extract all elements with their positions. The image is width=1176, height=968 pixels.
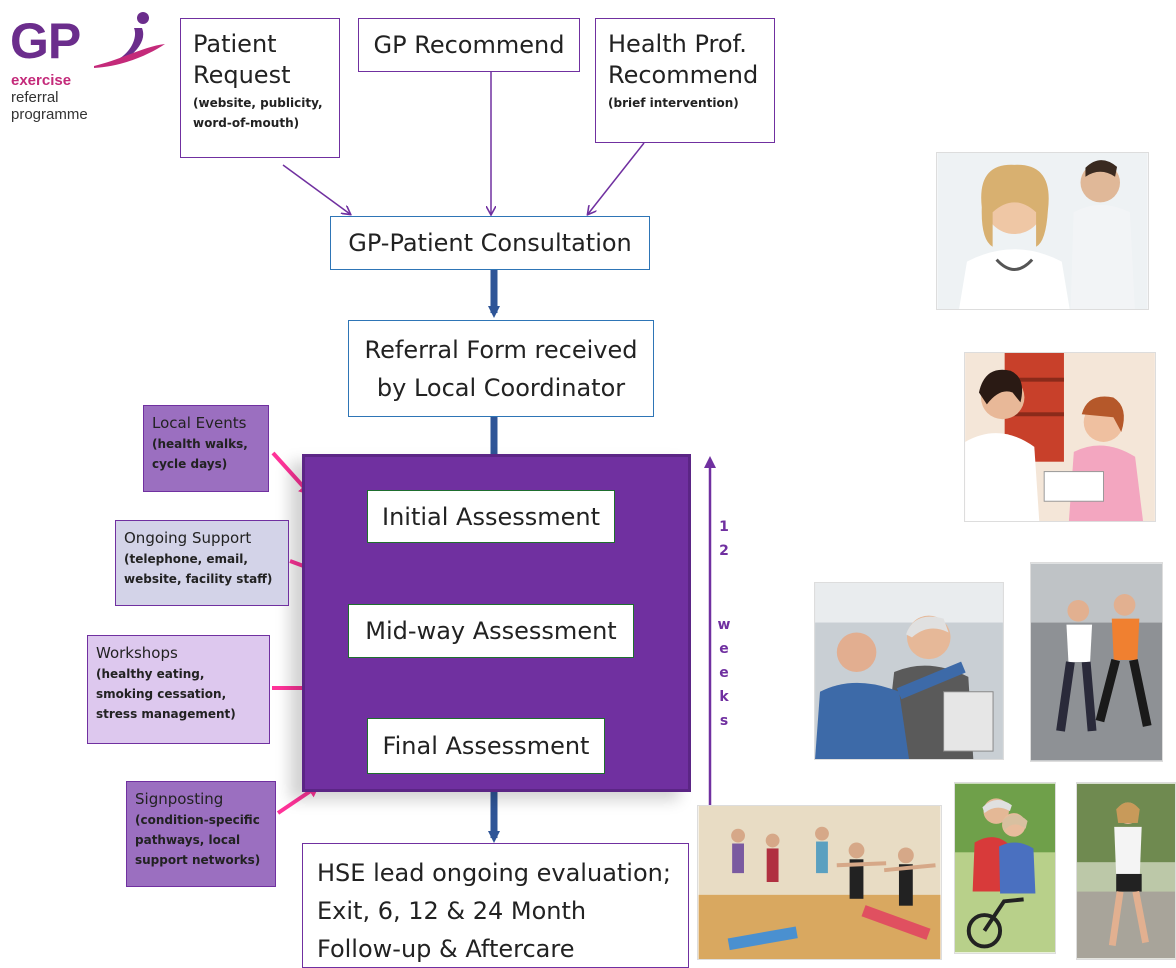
arrow-health-prof: [588, 142, 645, 214]
weeks-letter: s: [719, 713, 729, 729]
midway-assessment-label: Mid-way Assessment: [365, 617, 617, 645]
referral-line-1: Referral Form received: [364, 335, 638, 364]
local-events-detail: (health walks, cycle days): [152, 437, 248, 471]
patient-request-title-1: Patient: [193, 30, 277, 58]
ongoing-support-title: Ongoing Support: [124, 529, 252, 547]
patient-request-title-2: Request: [193, 61, 291, 89]
workshops-title: Workshops: [96, 644, 178, 662]
programme-logo: GP exercise referral programme: [10, 8, 170, 128]
gp-recommend-title: GP Recommend: [373, 30, 565, 59]
logo-gp-mark: GP: [10, 13, 81, 69]
midway-assessment: Mid-way Assessment: [348, 604, 634, 658]
logo-text-programme: programme: [11, 106, 88, 123]
support-ongoing: Ongoing Support (telephone, email, websi…: [115, 520, 289, 606]
weeks-letter: 2: [719, 543, 729, 559]
evaluation-line-1: HSE lead ongoing evaluation;: [317, 859, 671, 887]
initial-assessment: Initial Assessment: [367, 490, 615, 543]
final-assessment: Final Assessment: [367, 718, 605, 774]
source-health-prof-recommend: Health Prof. Recommend (brief interventi…: [595, 18, 775, 143]
photo-walking-woman: [1076, 782, 1176, 960]
logo-text-referral: referral: [11, 89, 59, 106]
workshops-detail: (healthy eating, smoking cessation, stre…: [96, 667, 236, 721]
health-prof-detail: (brief intervention): [608, 96, 739, 110]
weeks-letter: e: [719, 665, 729, 681]
support-workshops: Workshops (healthy eating, smoking cessa…: [87, 635, 270, 744]
weeks-letter: e: [719, 641, 729, 657]
source-patient-request: Patient Request (website, publicity, wor…: [180, 18, 340, 158]
weeks-letter: 1: [719, 519, 729, 535]
weeks-letter: w: [717, 617, 731, 633]
hse-evaluation-box: HSE lead ongoing evaluation; Exit, 6, 12…: [302, 843, 689, 968]
referral-line-2: by Local Coordinator: [376, 373, 626, 402]
logo-text-exercise: exercise: [11, 72, 72, 89]
gp-patient-consultation: GP-Patient Consultation: [330, 216, 650, 270]
photo-gym-seniors: [814, 582, 1004, 760]
signposting-detail: (condition-specific pathways, local supp…: [135, 813, 261, 867]
consultation-label: GP-Patient Consultation: [348, 229, 632, 257]
twelve-weeks-label: 1 2 w e e k s: [714, 515, 734, 733]
arrow-patient-request: [282, 164, 350, 214]
evaluation-line-2: Exit, 6, 12 & 24 Month: [317, 897, 587, 925]
patient-request-detail: (website, publicity, word-of-mouth): [193, 96, 323, 130]
initial-assessment-label: Initial Assessment: [381, 502, 600, 531]
photo-doctors: [936, 152, 1149, 310]
weeks-letter: k: [719, 689, 729, 705]
signposting-title: Signposting: [135, 790, 224, 808]
support-local-events: Local Events (health walks, cycle days): [143, 405, 269, 492]
ongoing-support-detail: (telephone, email, website, facility sta…: [124, 552, 273, 586]
logo-swoosh-icon: [94, 12, 165, 68]
photo-aerobics-class: [697, 805, 942, 960]
final-assessment-label: Final Assessment: [382, 732, 590, 760]
referral-form-box: Referral Form received by Local Coordina…: [348, 320, 654, 417]
health-prof-title-2: Recommend: [608, 61, 759, 89]
support-signposting: Signposting (condition-specific pathways…: [126, 781, 276, 887]
source-gp-recommend: GP Recommend: [358, 18, 580, 72]
health-prof-title-1: Health Prof.: [608, 30, 747, 58]
photo-desk-consultation: [964, 352, 1156, 522]
photo-gym-trainer: [1030, 562, 1163, 762]
evaluation-line-3: Follow-up & Aftercare: [317, 935, 575, 963]
photo-cycling-couple: [954, 782, 1056, 954]
local-events-title: Local Events: [152, 414, 247, 432]
